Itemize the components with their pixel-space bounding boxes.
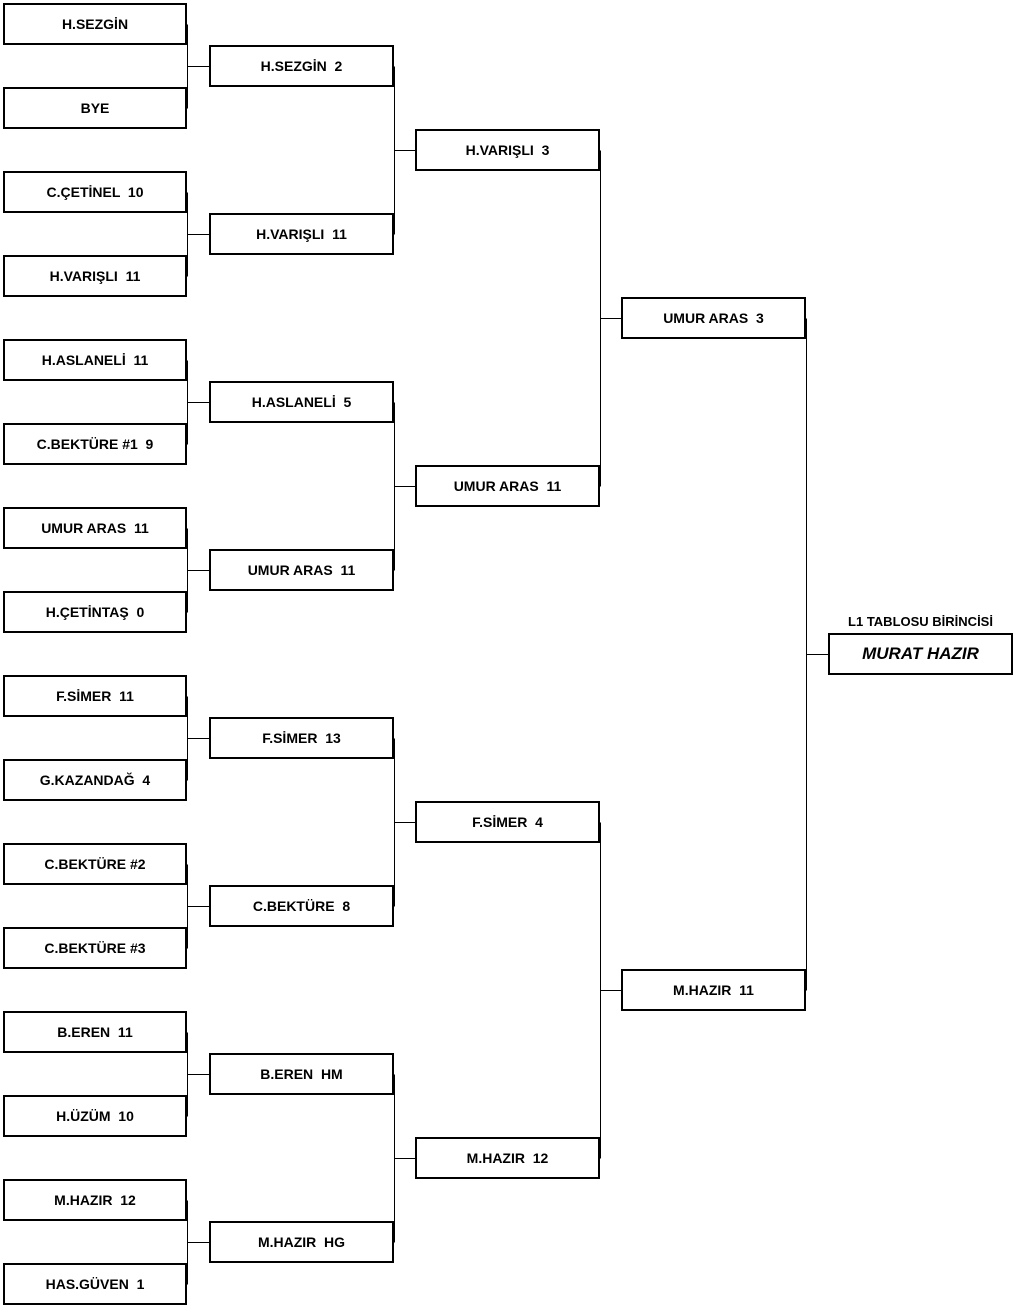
round1-slot-9: F.SİMER 11 — [3, 675, 187, 717]
round1-slot-4: H.VARIŞLI 11 — [3, 255, 187, 297]
round1-slot-11: C.BEKTÜRE #2 — [3, 843, 187, 885]
round3-slot-2: UMUR ARAS 11 — [415, 465, 600, 507]
round1-slot-3: C.ÇETİNEL 10 — [3, 171, 187, 213]
round2-slot-3: H.ASLANELİ 5 — [209, 381, 394, 423]
round1-slot-10: G.KAZANDAĞ 4 — [3, 759, 187, 801]
round2-slot-5: F.SİMER 13 — [209, 717, 394, 759]
round2-slot-1: H.SEZGİN 2 — [209, 45, 394, 87]
round3-slot-1: H.VARIŞLI 3 — [415, 129, 600, 171]
round3-slot-4: M.HAZIR 12 — [415, 1137, 600, 1179]
final-slot-1: UMUR ARAS 3 — [621, 297, 806, 339]
round1-slot-2: BYE — [3, 87, 187, 129]
round1-slot-1: H.SEZGİN — [3, 3, 187, 45]
round2-slot-2: H.VARIŞLI 11 — [209, 213, 394, 255]
round1-slot-8: H.ÇETİNTAŞ 0 — [3, 591, 187, 633]
round1-slot-6: C.BEKTÜRE #1 9 — [3, 423, 187, 465]
round1-slot-7: UMUR ARAS 11 — [3, 507, 187, 549]
round3-slot-3: F.SİMER 4 — [415, 801, 600, 843]
round1-slot-13: B.EREN 11 — [3, 1011, 187, 1053]
round2-slot-4: UMUR ARAS 11 — [209, 549, 394, 591]
champion-name: MURAT HAZIR — [828, 633, 1013, 675]
round2-slot-6: C.BEKTÜRE 8 — [209, 885, 394, 927]
round2-slot-8: M.HAZIR HG — [209, 1221, 394, 1263]
round1-slot-16: HAS.GÜVEN 1 — [3, 1263, 187, 1305]
final-slot-2: M.HAZIR 11 — [621, 969, 806, 1011]
round2-slot-7: B.EREN HM — [209, 1053, 394, 1095]
round1-slot-14: H.ÜZÜM 10 — [3, 1095, 187, 1137]
round1-slot-15: M.HAZIR 12 — [3, 1179, 187, 1221]
round1-slot-12: C.BEKTÜRE #3 — [3, 927, 187, 969]
round1-slot-5: H.ASLANELİ 11 — [3, 339, 187, 381]
champion-title: L1 TABLOSU BİRİNCİSİ — [848, 614, 993, 629]
